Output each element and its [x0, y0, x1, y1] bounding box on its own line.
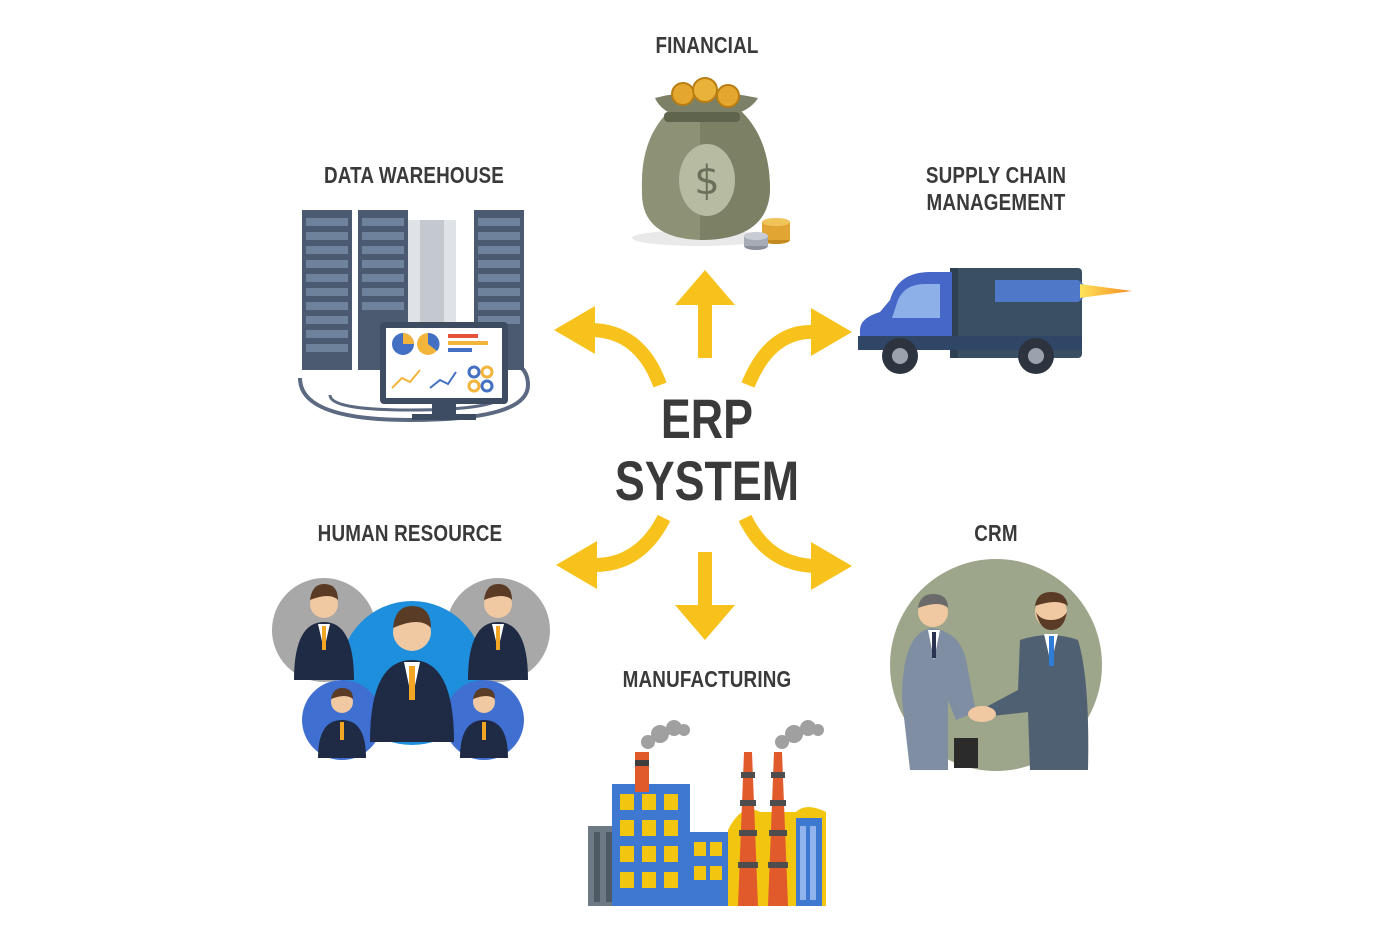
handshake-icon: [890, 559, 1102, 771]
label-human-resource: HUMAN RESOURCE: [317, 520, 503, 546]
arrows: [554, 270, 852, 640]
label-supply-chain-line1: SUPPLY CHAIN: [925, 162, 1067, 188]
arrow-down: [675, 552, 735, 640]
factory-icon: [588, 720, 826, 906]
label-data-warehouse: DATA WAREHOUSE: [323, 162, 505, 188]
money-bag-icon: $: [632, 77, 790, 250]
label-manufacturing: MANUFACTURING: [622, 666, 792, 692]
center-title-line2: SYSTEM: [614, 449, 800, 512]
arrow-up-right: [741, 308, 852, 388]
smoke: [641, 720, 824, 749]
arrow-up: [675, 270, 735, 358]
arrow-down-left: [556, 514, 671, 589]
rocket-truck-icon: [858, 268, 1132, 374]
label-supply-chain-line2: MANAGEMENT: [926, 189, 1066, 216]
label-crm: CRM: [974, 520, 1018, 546]
center-title-line1: ERP: [660, 387, 754, 450]
coin-stack: [744, 218, 790, 250]
team-people-icon: [272, 578, 550, 760]
arrow-up-left: [554, 306, 667, 388]
server-rack-icon: [298, 210, 531, 423]
label-supply-chain: SUPPLY CHAIN MANAGEMENT: [926, 162, 1066, 216]
dollar-sign: $: [694, 158, 719, 204]
label-financial: FINANCIAL: [655, 32, 759, 58]
center-title: ERP SYSTEM: [615, 388, 799, 512]
arrow-down-right: [738, 514, 852, 590]
monitor-icon: [380, 322, 508, 420]
